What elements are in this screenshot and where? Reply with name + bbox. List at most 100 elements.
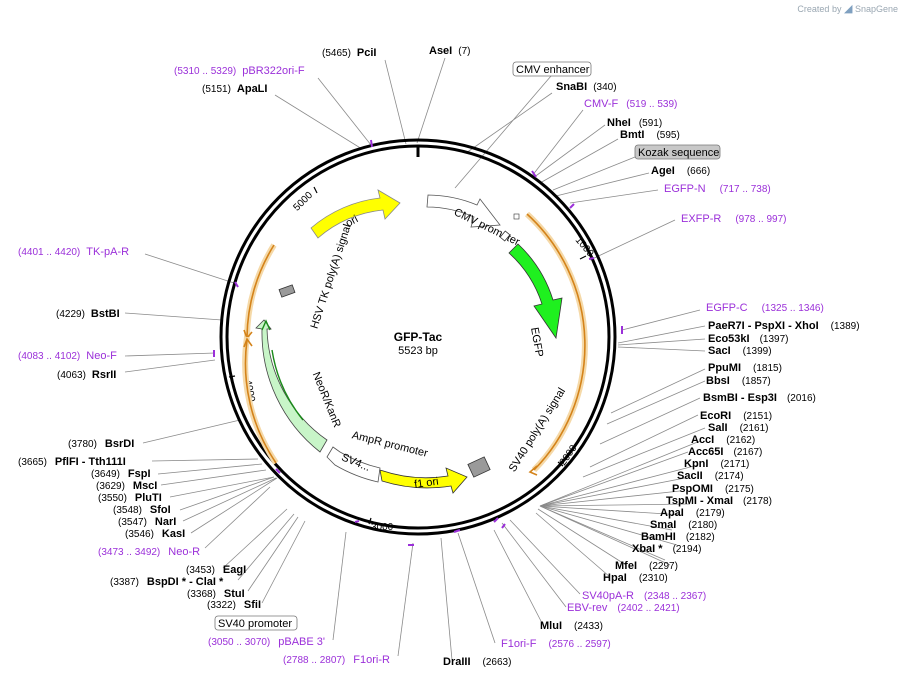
pbr322ori-f-pos: (5310 .. 5329) bbox=[174, 66, 236, 77]
eco53ki-name: Eco53kI bbox=[708, 333, 750, 345]
kpni-pos: (2171) bbox=[720, 459, 749, 470]
label-pcii[interactable]: (5465) PciI bbox=[322, 47, 376, 59]
label-acci[interactable]: AccI(2162) bbox=[691, 434, 755, 446]
bbsi-pos: (1857) bbox=[742, 376, 771, 387]
ebv-rev-pos: (2402 .. 2421) bbox=[617, 603, 679, 614]
label-pbabe-3[interactable]: (3050 .. 3070)pBABE 3' bbox=[208, 636, 325, 648]
label-bamhi[interactable]: BamHI(2182) bbox=[641, 531, 715, 543]
label-esp3i[interactable]: BsmBI - Esp3I(2016) bbox=[703, 392, 816, 404]
label-xhoi[interactable]: PaeR7I - PspXI - XhoI(1389) bbox=[708, 320, 860, 332]
label-eagi[interactable]: (3453)EagI bbox=[186, 564, 246, 576]
label-draiii[interactable]: DraIII(2663) bbox=[443, 656, 511, 668]
label-apai[interactable]: ApaI(2179) bbox=[660, 507, 725, 519]
label-tth111i[interactable]: (3665)PflFI - Tth111I bbox=[18, 456, 126, 468]
label-mlui[interactable]: MluI(2433) bbox=[540, 620, 603, 632]
sv40-promoter-box[interactable]: SV40 promoter bbox=[214, 615, 298, 631]
backbone bbox=[219, 138, 617, 536]
label-ebv-rev[interactable]: EBV-rev(2402 .. 2421) bbox=[567, 602, 680, 614]
esp3i-name: BsmBI - Esp3I bbox=[703, 392, 777, 404]
pcii-pos: (5465) bbox=[322, 48, 351, 59]
label-msci[interactable]: (3629) MscI bbox=[96, 480, 157, 492]
feature-cmv-promoter[interactable]: CMV promoter bbox=[426, 194, 522, 249]
label-pspomi[interactable]: PspOMI(2175) bbox=[672, 483, 754, 495]
label-xbai[interactable]: XbaI *(2194) bbox=[632, 543, 701, 555]
cmv-enhancer-box[interactable]: CMV enhancer bbox=[512, 61, 592, 77]
acci-name: AccI bbox=[691, 434, 714, 446]
label-apali[interactable]: (5151)ApaLI bbox=[202, 83, 267, 95]
label-cmv-f[interactable]: CMV-F(519 .. 539) bbox=[584, 98, 677, 110]
label-snabi[interactable]: SnaBI(340) bbox=[556, 81, 617, 93]
label-bsrdi[interactable]: (3780)BsrDI bbox=[68, 438, 134, 450]
feature-f1-ori[interactable]: f1 ori bbox=[379, 467, 468, 494]
plasmid-size: 5523 bp bbox=[398, 345, 438, 357]
label-sfii[interactable]: (3322)SfiI bbox=[207, 599, 261, 611]
egfp-c-pos: (1325 .. 1346) bbox=[762, 303, 824, 314]
label-pluti[interactable]: (3550)PluTI bbox=[98, 492, 162, 504]
label-neo-f[interactable]: (4083 .. 4102)Neo-F bbox=[18, 350, 117, 362]
ecori-name: EcoRI bbox=[700, 410, 731, 422]
label-asei[interactable]: AseI(7) bbox=[429, 45, 470, 57]
label-sacii[interactable]: SacII(2174) bbox=[677, 470, 744, 482]
label-stui[interactable]: (3368)StuI bbox=[187, 588, 245, 600]
label-eco53ki[interactable]: Eco53kI(1397) bbox=[708, 333, 789, 345]
acc65i-name: Acc65I bbox=[688, 446, 723, 458]
label-rsrii[interactable]: (4063)RsrII bbox=[57, 369, 116, 381]
pcii-name: PciI bbox=[357, 47, 377, 59]
label-nhei[interactable]: NheI(591) bbox=[607, 117, 662, 129]
clai-name: BspDI * - ClaI * bbox=[147, 576, 224, 588]
plasmid-name: GFP-Tac bbox=[394, 330, 443, 344]
kasi-name: KasI bbox=[162, 528, 185, 540]
label-neo-r[interactable]: (3473 .. 3492)Neo-R bbox=[98, 546, 200, 558]
feature-hsv-tk-polya[interactable]: HSV TK poly(A) signal bbox=[278, 223, 354, 331]
created-by-text: Created by bbox=[797, 4, 842, 14]
feature-egfp[interactable]: EGFP bbox=[508, 243, 563, 358]
cmv-f-name: CMV-F bbox=[584, 98, 619, 110]
label-bstbi[interactable]: (4229)BstBI bbox=[56, 308, 120, 320]
label-egfp-c[interactable]: EGFP-C(1325 .. 1346) bbox=[706, 302, 824, 314]
label-acc65i[interactable]: Acc65I(2167) bbox=[688, 446, 762, 458]
msci-name: MscI bbox=[133, 480, 157, 492]
kozak-sequence-box[interactable]: Kozak sequence bbox=[634, 144, 721, 160]
label-hpai[interactable]: HpaI(2310) bbox=[603, 572, 668, 584]
f1ori-r-name: F1ori-R bbox=[353, 654, 390, 666]
label-sali[interactable]: SalI(2161) bbox=[708, 422, 768, 434]
bamhi-pos: (2182) bbox=[686, 532, 715, 543]
label-egfp-n[interactable]: EGFP-N(717 .. 738) bbox=[664, 183, 771, 195]
label-nari[interactable]: (3547)NarI bbox=[118, 516, 176, 528]
f1-ori-label: f1 ori bbox=[413, 476, 439, 491]
label-kpni[interactable]: KpnI(2171) bbox=[684, 458, 749, 470]
feature-neo-kanr[interactable]: NeoR/KanR bbox=[255, 319, 343, 453]
sfii-name: SfiI bbox=[244, 599, 261, 611]
label-smai[interactable]: SmaI(2180) bbox=[650, 519, 717, 531]
feature-ampr-promoter[interactable]: SV4... AmpR promoter bbox=[326, 429, 429, 483]
label-saci[interactable]: SacI(1399) bbox=[708, 345, 772, 357]
msci-pos: (3629) bbox=[96, 481, 125, 492]
label-mfei[interactable]: MfeI(2297) bbox=[615, 560, 678, 572]
tk-pa-r-name: TK-pA-R bbox=[86, 246, 129, 258]
label-f1ori-f[interactable]: F1ori-F(2576 .. 2597) bbox=[501, 638, 611, 650]
label-pbr322ori-f[interactable]: (5310 .. 5329)pBR322ori-F bbox=[174, 65, 305, 77]
label-tk-pa-r[interactable]: (4401 .. 4420)TK-pA-R bbox=[18, 246, 129, 258]
eagi-name: EagI bbox=[223, 564, 246, 576]
label-ecori[interactable]: EcoRI(2151) bbox=[700, 410, 772, 422]
smai-pos: (2180) bbox=[688, 520, 717, 531]
label-kasi[interactable]: (3546)KasI bbox=[125, 528, 185, 540]
label-xmai[interactable]: TspMI - XmaI(2178) bbox=[666, 495, 772, 507]
label-fspi[interactable]: (3649)FspI bbox=[91, 468, 151, 480]
label-sfoi[interactable]: (3548)SfoI bbox=[113, 504, 171, 516]
label-agei[interactable]: AgeI(666) bbox=[651, 165, 710, 177]
agei-pos: (666) bbox=[687, 166, 710, 177]
nhei-pos: (591) bbox=[639, 118, 662, 129]
feature-ori[interactable]: ori bbox=[310, 189, 401, 239]
feature-sv40-polya[interactable]: SV40 poly(A) signal bbox=[467, 386, 568, 478]
label-exfp-r[interactable]: EXFP-R(978 .. 997) bbox=[681, 213, 787, 225]
label-f1ori-r[interactable]: (2788 .. 2807)F1ori-R bbox=[283, 654, 390, 666]
label-bmti[interactable]: BmtI(595) bbox=[620, 129, 680, 141]
orf-arcs bbox=[242, 211, 588, 476]
label-sv40pa-r[interactable]: SV40pA-R(2348 .. 2367) bbox=[582, 590, 706, 602]
label-ppumi[interactable]: PpuMI(1815) bbox=[708, 362, 782, 374]
label-bbsi[interactable]: BbsI(1857) bbox=[706, 375, 771, 387]
asei-pos: (7) bbox=[458, 46, 470, 57]
label-clai[interactable]: (3387)BspDI * - ClaI * bbox=[110, 576, 224, 588]
